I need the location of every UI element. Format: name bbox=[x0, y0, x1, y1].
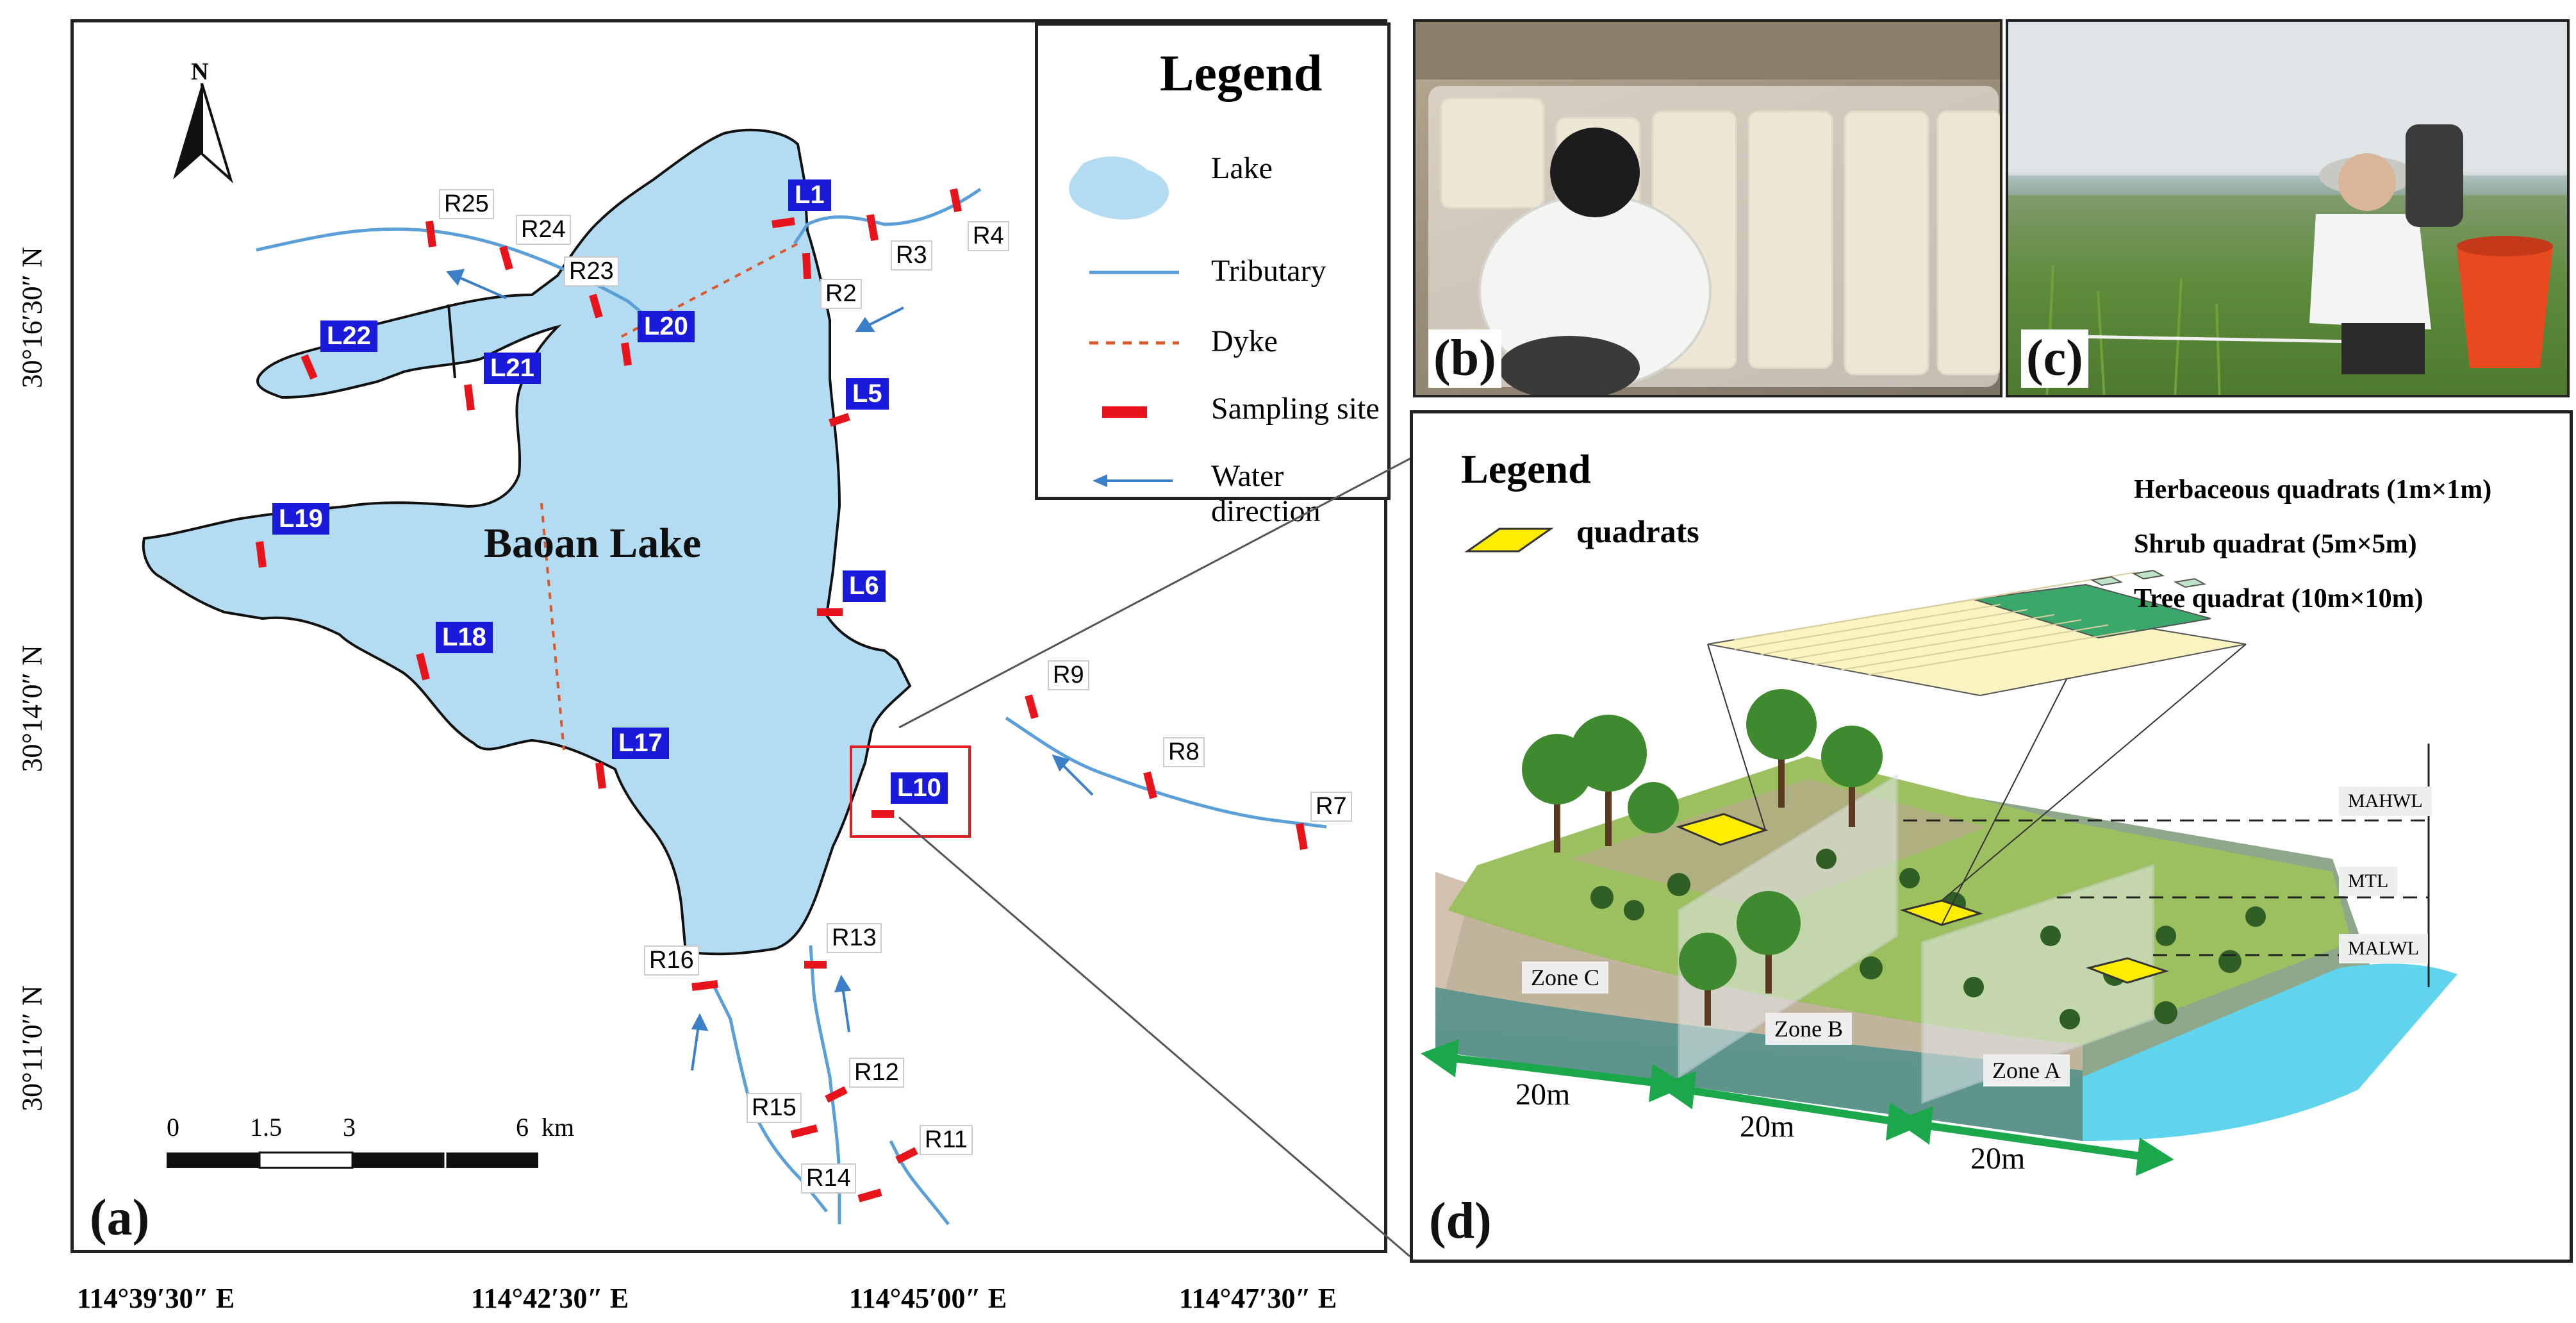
lake-site-label: L19 bbox=[272, 503, 329, 535]
photo-c-field-survey bbox=[2008, 124, 2567, 395]
map-panel: N Baoan Lake L1 L5 L6 L10 L17 L18 L19 L2… bbox=[70, 19, 1391, 1253]
scale-bar: 0 1.5 3 6 km bbox=[167, 1112, 574, 1176]
quadrats-label: quadrats bbox=[1576, 513, 1699, 549]
lake-site-label: L21 bbox=[484, 353, 541, 384]
highlight-box bbox=[850, 745, 971, 838]
scale-tick: 1.5 bbox=[250, 1113, 282, 1142]
quadrat-legend-icon bbox=[1464, 528, 1554, 553]
photo-b: (b) bbox=[1413, 19, 2002, 397]
dyke-icon bbox=[1089, 341, 1179, 345]
zone-label: Zone A bbox=[1983, 1054, 2070, 1086]
quadrat-herb bbox=[2086, 957, 2169, 984]
map-legend-label: Lake bbox=[1211, 151, 1273, 185]
river-site-label: R23 bbox=[564, 256, 619, 287]
diagram-svg bbox=[1421, 569, 2457, 1176]
dyke-line bbox=[540, 503, 565, 751]
river-site-label: R24 bbox=[516, 215, 571, 245]
photo-b-sample-bags bbox=[1416, 22, 2000, 395]
water-direction-arrows bbox=[446, 269, 1094, 1071]
lake-site-label: L20 bbox=[638, 311, 695, 342]
zone-label: Zone C bbox=[1522, 961, 1608, 994]
distance-label: 20m bbox=[1515, 1078, 1571, 1111]
distance-label: 20m bbox=[1740, 1110, 1795, 1144]
diagram-legend-title: Legend bbox=[1461, 446, 1591, 492]
scale-bar-graphic bbox=[167, 1151, 538, 1169]
lon-tick-label: 114°42′30″ E bbox=[471, 1283, 629, 1314]
river-site-label: R25 bbox=[439, 189, 494, 219]
lake-site-label: L1 bbox=[788, 179, 831, 211]
river-site-label: R2 bbox=[820, 279, 862, 309]
north-arrow: N bbox=[167, 58, 237, 186]
water-level-lines bbox=[1903, 819, 2429, 956]
map-legend-label: Sampling site bbox=[1211, 392, 1380, 426]
quadrat-grid bbox=[1707, 569, 2247, 697]
lake-site-label: L5 bbox=[846, 378, 889, 410]
map-legend-label: Dyke bbox=[1211, 324, 1278, 358]
river-site-label: R7 bbox=[1310, 792, 1352, 822]
lake-site-label: L22 bbox=[320, 320, 377, 352]
scale-tick: 3 bbox=[343, 1113, 356, 1142]
water-level-label: MALWL bbox=[2339, 934, 2429, 963]
diagram-panel: Legend quadrats Herbaceous quadrats (1m×… bbox=[1410, 410, 2573, 1263]
map-legend-title: Legend bbox=[1160, 46, 1323, 102]
water-level-label: MAHWL bbox=[2339, 786, 2432, 816]
lake-site-label: L18 bbox=[436, 622, 493, 653]
river-site-label: R4 bbox=[968, 221, 1009, 251]
photo-c: (c) bbox=[2006, 19, 2570, 397]
river-site-label: R8 bbox=[1163, 737, 1205, 767]
lake-site-label: L17 bbox=[612, 728, 669, 759]
river-site-label: R16 bbox=[644, 945, 699, 976]
map-legend: Legend Lake Tributary Dyke Sampling site… bbox=[1035, 22, 1391, 528]
tributary-icon bbox=[1089, 270, 1179, 274]
panel-label-a: (a) bbox=[90, 1190, 150, 1246]
map-legend-label: Tributary bbox=[1211, 254, 1326, 288]
river-site-label: R3 bbox=[891, 240, 932, 270]
shrub-quadrat-label: Shrub quadrat (5m×5m) bbox=[2134, 529, 2417, 559]
map-legend-label: Water direction bbox=[1211, 459, 1321, 528]
north-arrow-icon bbox=[173, 83, 233, 184]
river-site-label: R9 bbox=[1048, 660, 1089, 690]
river-site-label: R15 bbox=[747, 1093, 802, 1123]
scale-unit: km bbox=[541, 1113, 575, 1142]
river-site-label: R12 bbox=[849, 1058, 904, 1088]
herb-quadrat-label: Herbaceous quadrats (1m×1m) bbox=[2134, 475, 2492, 504]
distance-label: 20m bbox=[1970, 1142, 2026, 1176]
sampling-sites bbox=[256, 188, 1308, 1202]
quadrat-shrub bbox=[1900, 899, 1983, 926]
zone-label: Zone B bbox=[1765, 1013, 1852, 1045]
sampling-site-icon bbox=[1102, 406, 1147, 418]
river-site-label: R11 bbox=[920, 1125, 973, 1155]
scale-tick: 6 bbox=[516, 1113, 529, 1142]
water-level-label: MTL bbox=[2339, 867, 2398, 896]
lon-tick-label: 114°39′30″ E bbox=[77, 1283, 235, 1314]
panel-label-d: (d) bbox=[1429, 1193, 1492, 1249]
lon-tick-label: 114°47′30″ E bbox=[1179, 1283, 1337, 1314]
panel-label-b: (b) bbox=[1428, 329, 1501, 388]
river-site-label: R14 bbox=[801, 1163, 856, 1194]
map-svg bbox=[142, 128, 1327, 1226]
water-direction-icon bbox=[1093, 474, 1173, 487]
north-label: N bbox=[191, 58, 209, 85]
lon-tick-label: 114°45′00″ E bbox=[849, 1283, 1007, 1314]
scale-tick: 0 bbox=[167, 1113, 179, 1142]
panel-label-c: (c) bbox=[2021, 329, 2088, 388]
lake-site-label: L10 bbox=[891, 772, 948, 804]
tree-icons bbox=[1522, 689, 1883, 1026]
lake-name: Baoan Lake bbox=[484, 520, 702, 567]
tree-quadrat-label: Tree quadrat (10m×10m) bbox=[2134, 584, 2423, 613]
lake-icon bbox=[1069, 156, 1169, 220]
lake-site-label: L6 bbox=[843, 570, 886, 602]
river-site-label: R13 bbox=[827, 923, 882, 953]
distance-arrows bbox=[1421, 1038, 2174, 1176]
